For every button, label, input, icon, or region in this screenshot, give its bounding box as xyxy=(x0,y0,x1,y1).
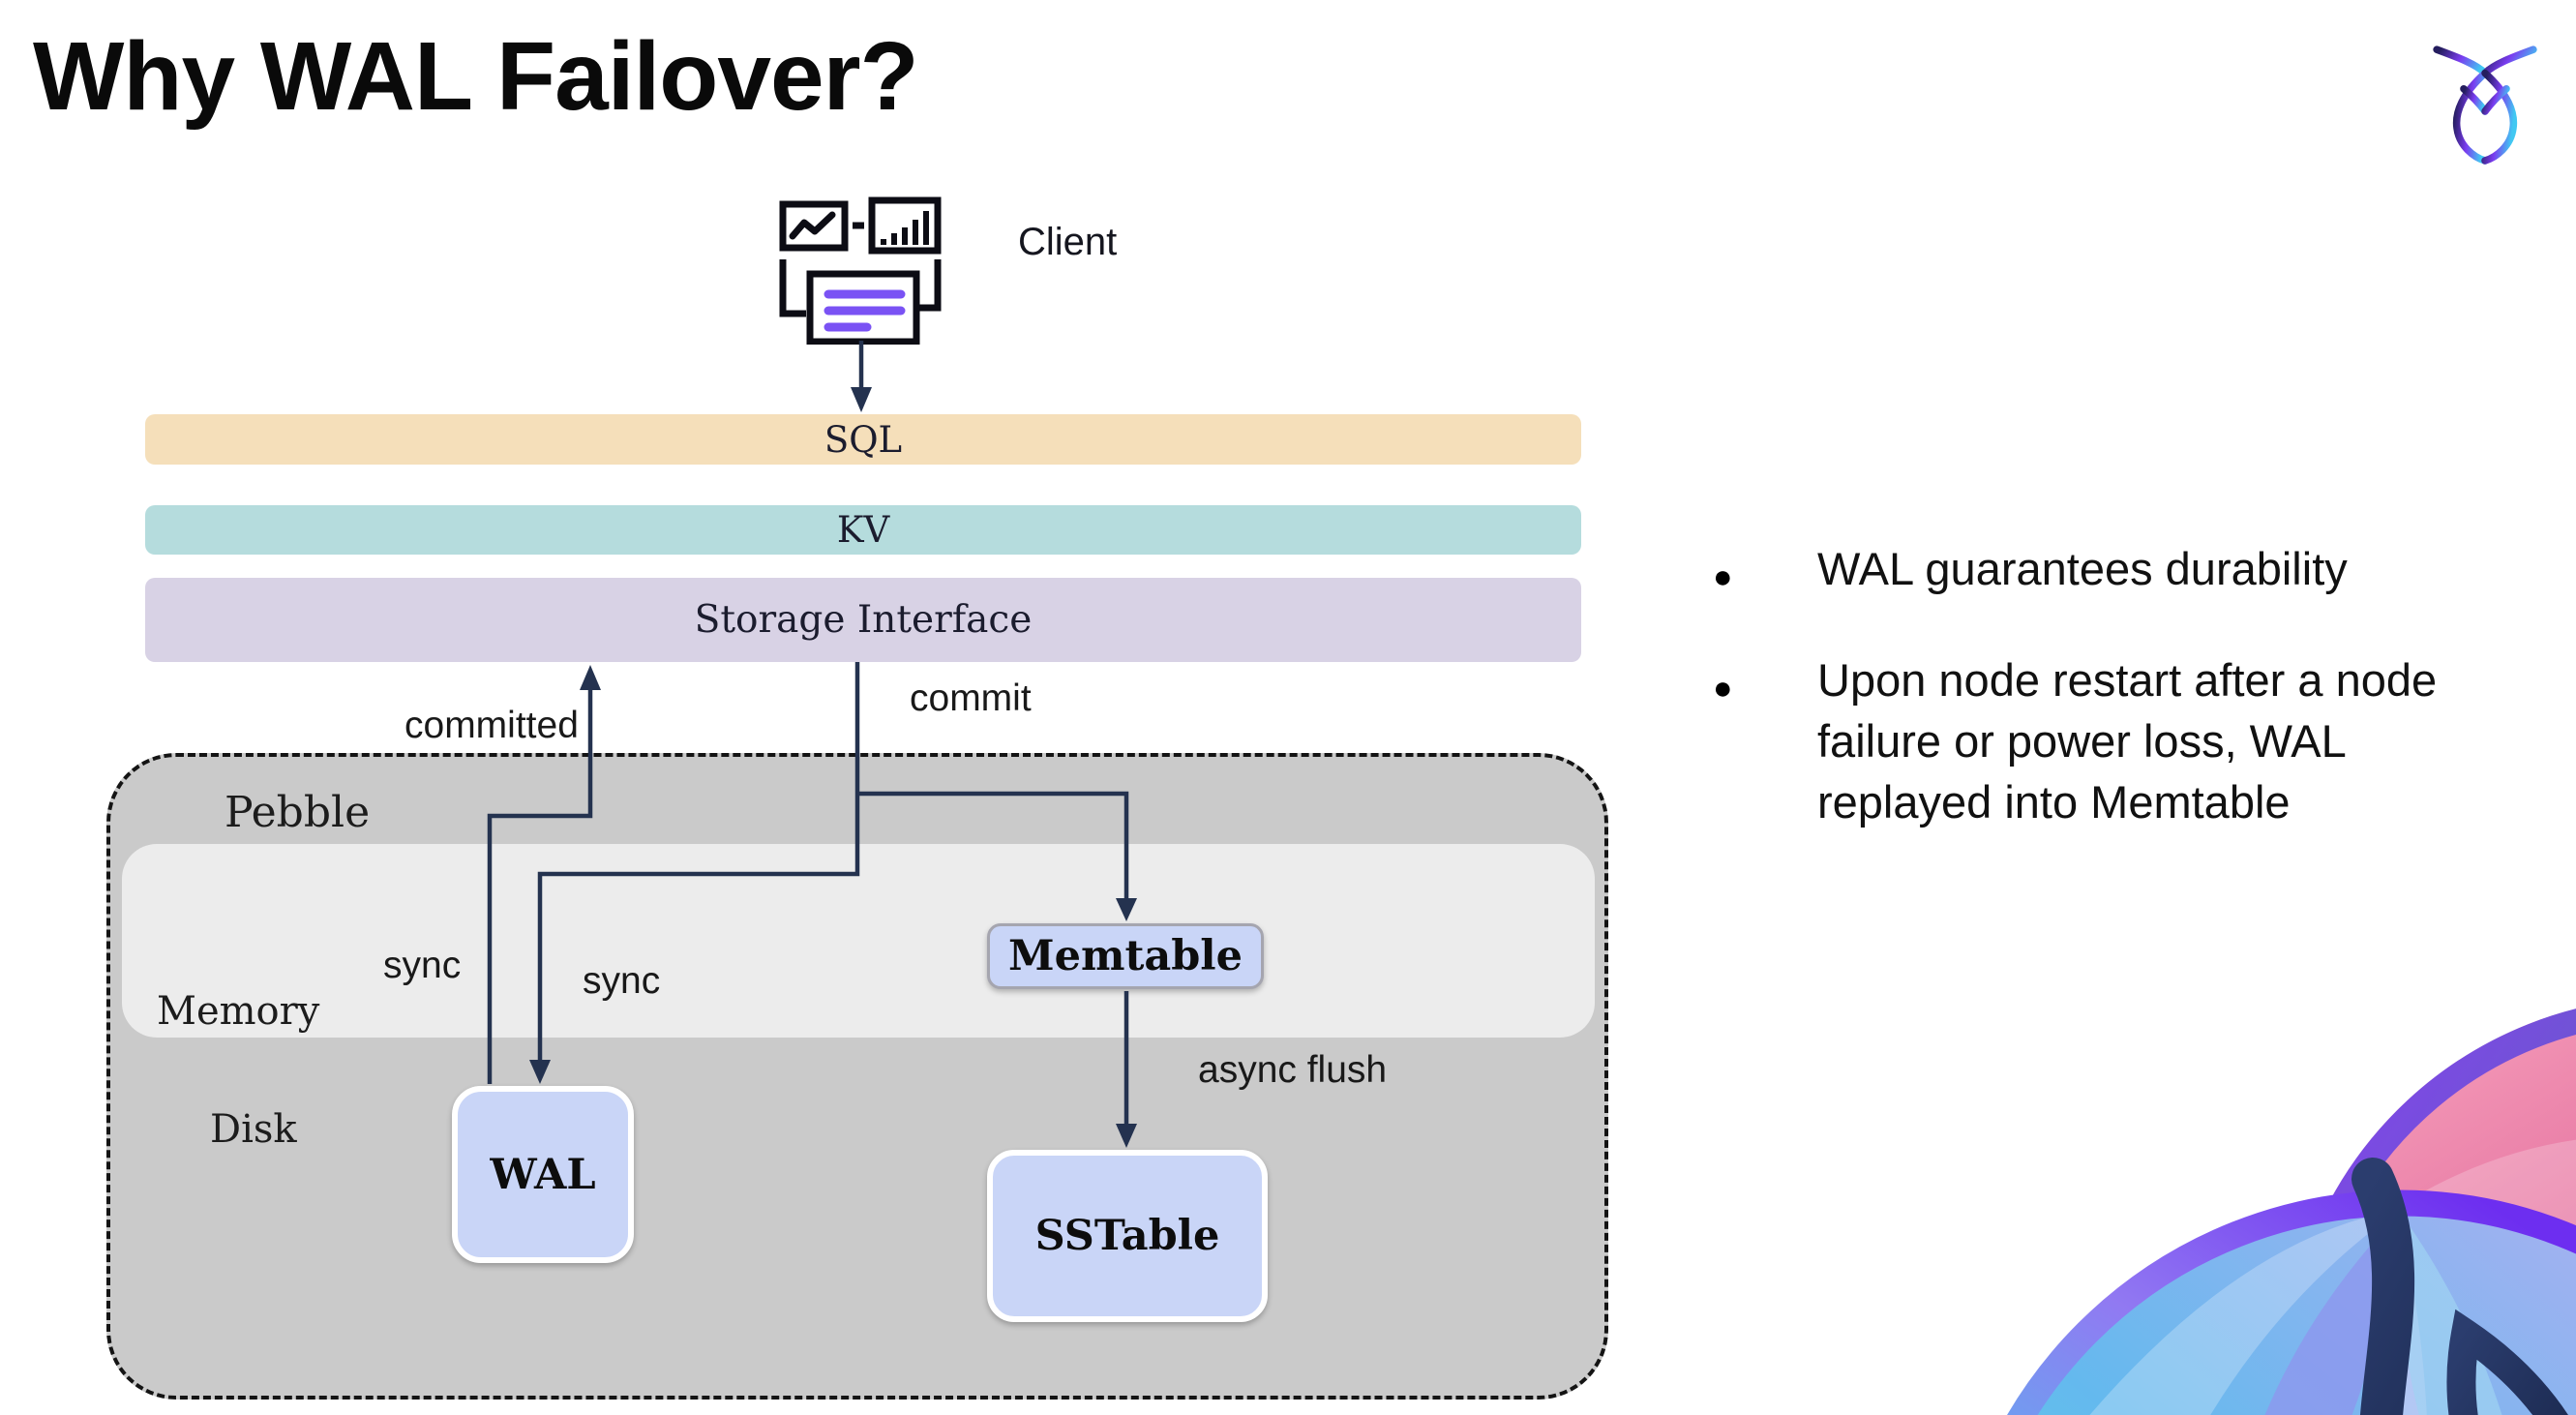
commit-edge-label: commit xyxy=(910,677,1032,719)
document-text-lines xyxy=(824,289,906,332)
layer-bar-kv-label: KV xyxy=(836,509,890,551)
committed-edge-label: committed xyxy=(404,705,579,746)
wal-box-label: WAL xyxy=(490,1150,596,1199)
wal-box: WAL xyxy=(452,1086,634,1263)
layer-bar-storage-interface: Storage Interface xyxy=(145,578,1581,662)
roach-leaf xyxy=(2446,1309,2576,1415)
bullet-text: Upon node restart after a node failure o… xyxy=(1817,654,2438,828)
sstable-box-label: SSTable xyxy=(1034,1212,1220,1260)
memtable-box: Memtable xyxy=(987,923,1264,989)
client-arrowhead xyxy=(851,387,872,412)
memtable-box-label: Memtable xyxy=(1008,932,1243,980)
memory-zone-label: Memory xyxy=(157,989,320,1034)
page-title: Why WAL Failover? xyxy=(33,22,919,131)
petal-left xyxy=(2214,1215,2398,1415)
bullet-dot: ● xyxy=(1713,670,1733,707)
layer-bar-sql: SQL xyxy=(145,414,1581,465)
client-devices-icon xyxy=(779,196,942,345)
line-chart-screen-icon xyxy=(779,200,849,252)
committed-arrowhead xyxy=(580,665,601,690)
disk-zone-label: Disk xyxy=(210,1107,297,1152)
sync-right-edge-label: sync xyxy=(583,960,661,1002)
roach-stem xyxy=(2351,1158,2576,1415)
bar-chart-screen-icon xyxy=(868,196,942,255)
bullet-text: WAL guarantees durability xyxy=(1817,543,2348,594)
cockroachdb-brand-art xyxy=(2007,1009,2576,1415)
sync-left-edge-label: sync xyxy=(383,945,462,986)
bar-chart-bars xyxy=(881,211,929,245)
cockroachdb-logo-icon xyxy=(2433,45,2537,165)
async-flush-edge-label: async flush xyxy=(1198,1049,1388,1091)
client-label: Client xyxy=(1018,221,1118,263)
right-bracket xyxy=(914,259,942,312)
blue-sheen xyxy=(2052,1210,2400,1415)
bullet-item: ● WAL guarantees durability xyxy=(1711,538,2485,599)
layer-bar-kv: KV xyxy=(145,505,1581,555)
layer-bar-sql-label: SQL xyxy=(824,418,903,461)
pebble-label: Pebble xyxy=(225,788,371,837)
left-bracket xyxy=(779,259,806,317)
bullet-list: ● WAL guarantees durability ● Upon node re… xyxy=(1711,538,2485,832)
memory-band xyxy=(122,844,1595,1038)
sstable-box: SSTable xyxy=(987,1150,1268,1322)
bullet-item: ● Upon node restart after a node failure … xyxy=(1711,649,2485,832)
bullet-dot: ● xyxy=(1713,558,1733,595)
layer-bar-storage-interface-label: Storage Interface xyxy=(694,598,1033,642)
